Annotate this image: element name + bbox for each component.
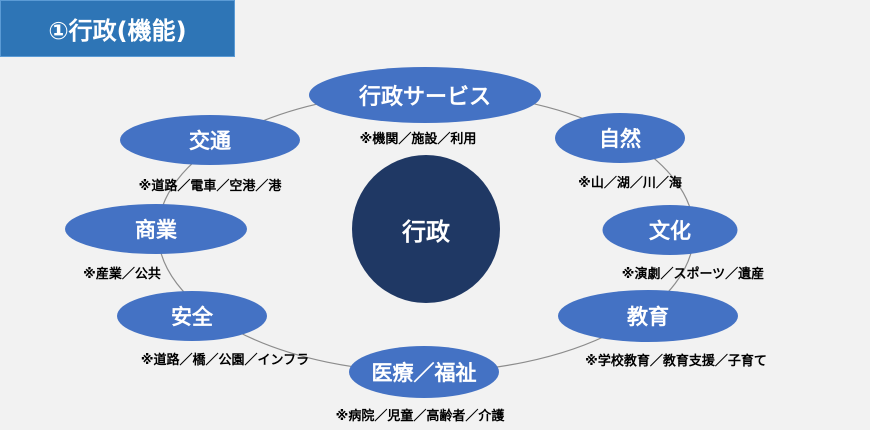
note-bunka: ※演劇／スポーツ／遺産 [621, 267, 765, 282]
node-shogyo: 商業 [65, 204, 247, 254]
note-kyoiku: ※学校教育／教育支援／子育て [585, 354, 767, 369]
note-shogyo: ※産業／公共 [83, 267, 161, 282]
note-shizen: ※山／湖／川／海 [578, 176, 682, 191]
note-anzen: ※道路／橋／公園／インフラ [140, 353, 310, 368]
node-gyosei-service: 行政サービス [309, 67, 541, 123]
node-iryo-fukushi: 医療／福祉 [349, 346, 499, 398]
slide-title: ①行政(機能) [0, 0, 235, 57]
center-node: 行政 [352, 155, 500, 303]
node-shizen: 自然 [555, 113, 685, 163]
node-kyoiku: 教育 [558, 290, 738, 342]
node-bunka: 文化 [602, 205, 738, 255]
node-kotsu: 交通 [120, 115, 300, 165]
node-anzen: 安全 [117, 291, 267, 341]
note-gyosei-service: ※機関／施設／利用 [359, 132, 477, 147]
note-iryo-fukushi: ※病院／児童／高齢者／介護 [335, 409, 505, 424]
note-kotsu: ※道路／電車／空港／港 [138, 179, 282, 194]
